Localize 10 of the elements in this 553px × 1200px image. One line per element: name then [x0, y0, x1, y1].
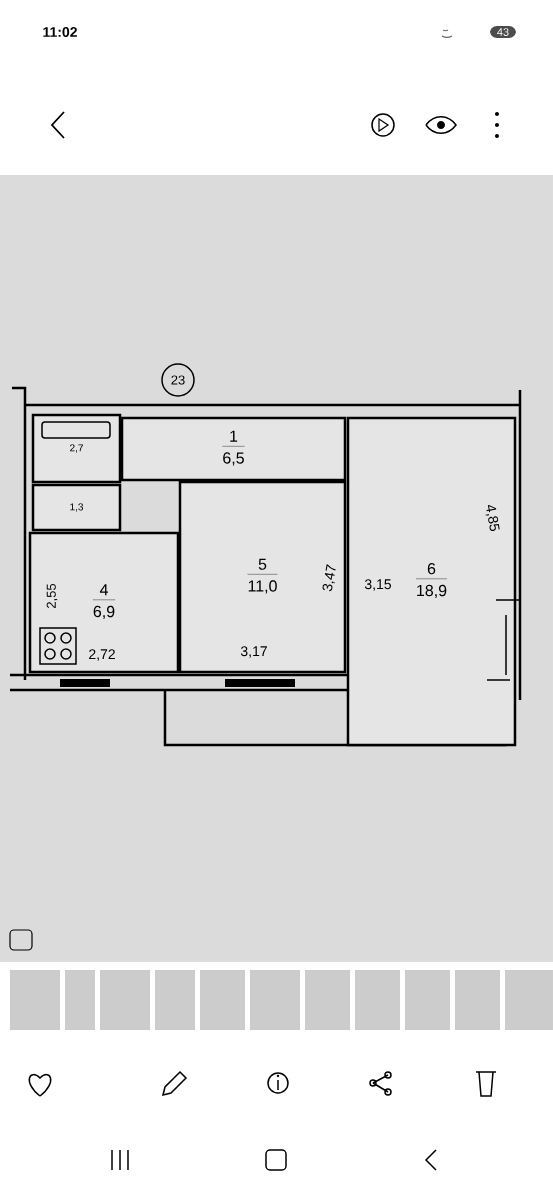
status-time: 11:02 — [43, 27, 77, 37]
dimension-label: 3,47 — [322, 564, 336, 592]
room: 2,7 — [31, 413, 122, 484]
dimension-label: 3,17 — [240, 646, 267, 658]
battery-badge: 43 — [490, 26, 516, 38]
room: 1,3 — [31, 483, 122, 532]
dimension-label: 4,85 — [485, 505, 500, 532]
dimension-label: 2,72 — [89, 649, 115, 661]
dimension-label: 2,55 — [46, 583, 58, 608]
dimension-label: 3,15 — [364, 579, 392, 591]
